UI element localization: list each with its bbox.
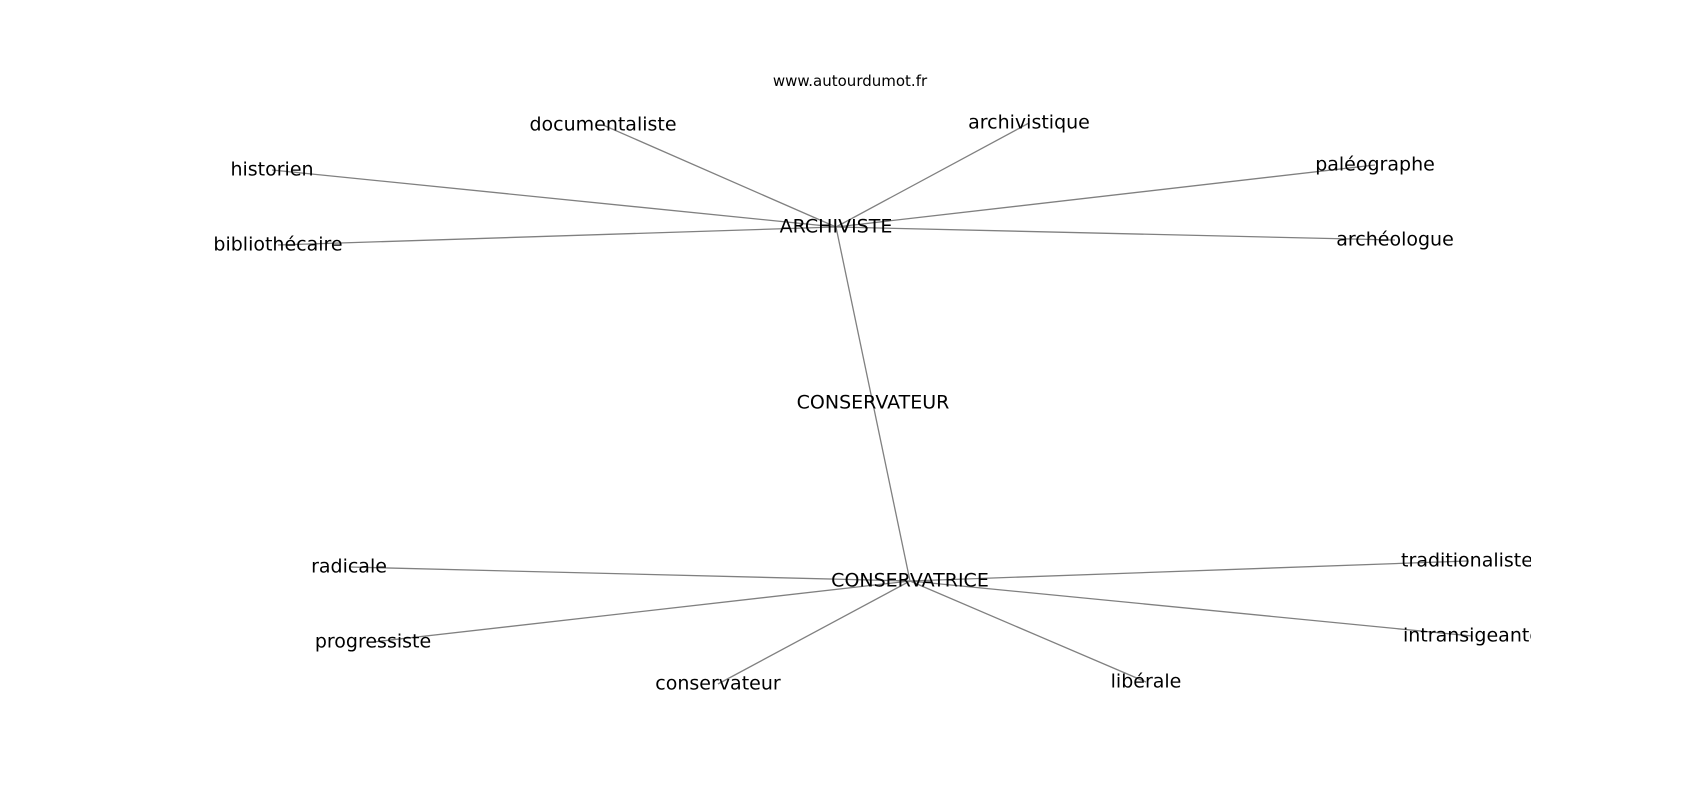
node-progressiste[interactable]: progressiste [314,630,432,653]
edge-conservatrice-progressiste [372,580,911,643]
edge-conservatrice-traditionaliste [909,560,1468,582]
edge-archiviste-paléographe [835,164,1376,228]
node-documentaliste[interactable]: documentaliste [529,113,677,136]
node-radicale[interactable]: radicale [311,555,387,578]
edge-archiviste-conservatrice [835,226,911,582]
edge-archiviste-bibliothécaire [277,226,837,246]
graph-edges [271,122,1473,685]
node-conservateur[interactable]: conservateur [655,672,781,695]
watermark-text: www.autourdumot.fr [772,72,928,90]
edge-archiviste-archéologue [835,226,1396,241]
node-traditionaliste[interactable]: traditionaliste [1401,549,1531,572]
edge-conservatrice-libérale [909,580,1147,683]
edge-archiviste-documentaliste [602,124,837,228]
diagram-area: CONSERVATEUR ARCHIVISTE documentaliste arch… [213,111,1531,695]
node-paleographe[interactable]: paléographe [1315,153,1435,176]
edge-archiviste-archivistique [835,122,1030,228]
node-center[interactable]: CONSERVATEUR [796,391,950,414]
node-intransigeante[interactable]: intransigeante [1402,624,1531,647]
node-archivistique[interactable]: archivistique [968,111,1090,134]
node-hub-archiviste[interactable]: ARCHIVISTE [779,215,893,238]
graph-canvas [271,122,1473,685]
node-archeologue[interactable]: archéologue [1336,228,1454,251]
edge-archiviste-historien [271,169,837,228]
edge-conservatrice-radicale [348,566,911,582]
node-hub-conservatrice[interactable]: CONSERVATRICE [831,569,989,592]
node-liberale[interactable]: libérale [1110,670,1182,693]
node-bibliothecaire[interactable]: bibliothécaire [213,233,343,256]
node-historien[interactable]: historien [230,158,314,181]
edge-conservatrice-conservateur [717,580,911,685]
edge-conservatrice-intransigeante [909,580,1473,637]
